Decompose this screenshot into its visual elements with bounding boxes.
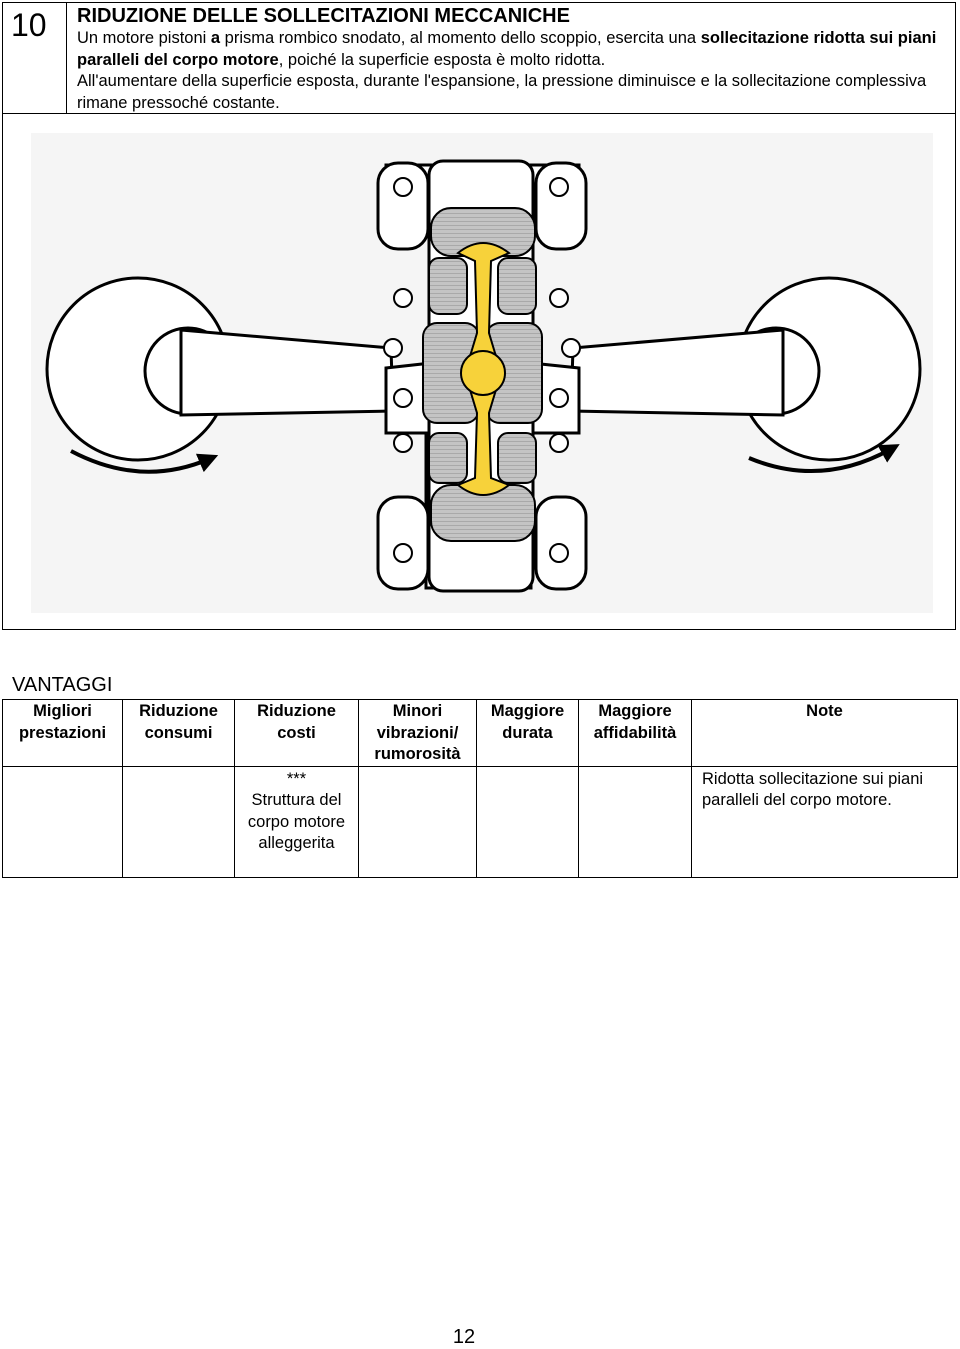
cell-maggiore-affidabilita [578, 765, 692, 878]
section-number: 10 [11, 7, 47, 43]
vantaggi-title: VANTAGGI [12, 674, 113, 696]
section-box: 10 RIDUZIONE DELLE SOLLECITAZIONI MECCAN… [2, 2, 956, 630]
cell-riduzione-costi: *** Struttura del corpo motore alleggeri… [234, 765, 359, 878]
cell-minori-vibrazioni [358, 765, 477, 878]
section-title: RIDUZIONE DELLE SOLLECITAZIONI MECCANICH… [77, 5, 570, 27]
vantaggi-table: Migliori prestazioni Riduzione consumi R… [2, 699, 958, 878]
section-paragraph-2: All'aumentare della superficie esposta, … [77, 72, 927, 112]
header-riduzione-costi: Riduzione costi [234, 699, 359, 767]
cell-migliori-prestazioni [2, 765, 123, 878]
cell-maggiore-durata [476, 765, 579, 878]
page-number: 12 [452, 1326, 476, 1348]
costi-text: Struttura del corpo motore alleggerita [247, 791, 346, 852]
header-note: Note [691, 699, 958, 767]
costi-stars: *** [286, 769, 307, 788]
section-paragraph-1: Un motore pistoni a prisma rombico snoda… [77, 29, 937, 69]
engine-diagram [31, 133, 933, 613]
header-migliori-prestazioni: Migliori prestazioni [2, 699, 123, 767]
cell-note: Ridotta sollecitazione sui piani paralle… [691, 765, 958, 878]
header-riduzione-consumi: Riduzione consumi [122, 699, 235, 767]
header-maggiore-durata: Maggiore durata [476, 699, 579, 767]
header-minori-vibrazioni: Minori vibrazioni/ rumorosità [358, 699, 477, 767]
combustion-chamber [456, 242, 512, 496]
table-row: *** Struttura del corpo motore alleggeri… [2, 765, 958, 878]
pistons [422, 207, 543, 542]
section-description: RIDUZIONE DELLE SOLLECITAZIONI MECCANICH… [67, 3, 955, 114]
table-header-row: Migliori prestazioni Riduzione consumi R… [2, 699, 958, 767]
cell-riduzione-consumi [122, 765, 235, 878]
header-maggiore-affidabilita: Maggiore affidabilità [578, 699, 692, 767]
section-number-cell: 10 [3, 3, 67, 114]
